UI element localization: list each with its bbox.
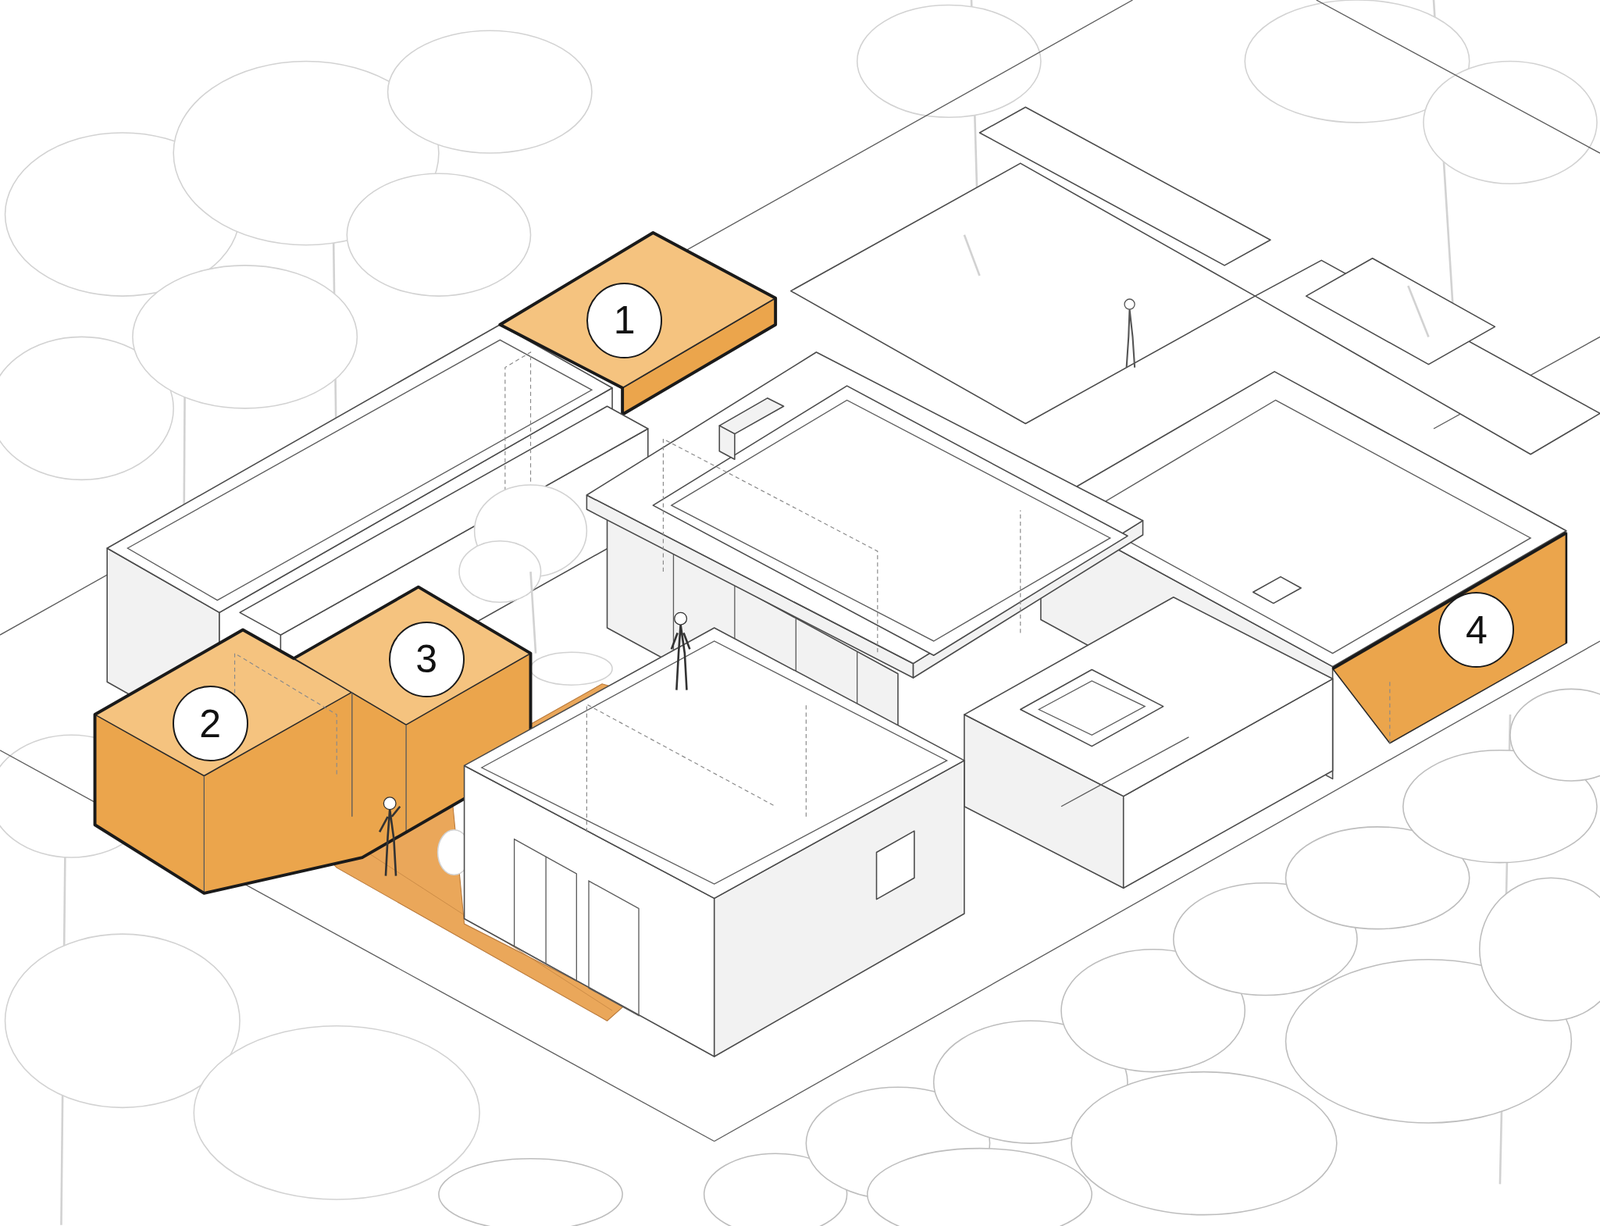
central-block [1019, 510, 1021, 634]
front-block [514, 839, 578, 982]
foreground-trees [1071, 1072, 1337, 1216]
central-block [586, 352, 1143, 664]
front-block [545, 856, 546, 964]
central-block [719, 398, 784, 435]
background-trees [1423, 60, 1597, 184]
callout-circle: 3 [388, 621, 465, 698]
callout-number: 1 [613, 300, 636, 340]
people [674, 612, 688, 625]
annex [964, 597, 1333, 797]
background-trees [193, 1026, 480, 1200]
roof-volume-1 [499, 232, 776, 389]
site-lines [1306, 258, 1496, 365]
annex [1061, 737, 1189, 807]
people [671, 624, 691, 691]
annex [964, 577, 1333, 889]
annex [1038, 680, 1145, 735]
site-lines [964, 235, 980, 276]
foreground-trees [1479, 877, 1600, 1021]
volume-2-3 [293, 587, 531, 725]
site-lines [979, 106, 1270, 266]
people [383, 797, 396, 810]
background-trees [346, 173, 531, 296]
callout-number: 3 [415, 639, 438, 679]
callout-circle: 1 [586, 282, 663, 359]
front-block [586, 704, 776, 832]
people [1126, 309, 1135, 368]
front-block [464, 627, 965, 1057]
volume-2-3 [203, 776, 205, 894]
callout-number: 2 [199, 704, 221, 744]
callout-number: 4 [1465, 610, 1488, 650]
right-wing [1565, 532, 1568, 643]
annex [1253, 577, 1301, 604]
people [1124, 299, 1135, 310]
courtyard-deck [459, 541, 542, 603]
right-wing [1389, 678, 1390, 743]
front-block [876, 830, 915, 900]
volume-2-3 [351, 691, 353, 817]
callout-circle: 4 [1438, 591, 1515, 668]
background-trees [132, 265, 357, 409]
central-block [719, 425, 735, 460]
front-block [588, 880, 639, 1016]
courtyard-deck [530, 652, 613, 685]
people [379, 806, 400, 877]
site-lines [0, 0, 1600, 1141]
background-trees [857, 5, 1041, 118]
central-block [652, 385, 1128, 656]
front-block [805, 704, 807, 817]
right-wing [1332, 532, 1567, 669]
callout-circle: 2 [172, 685, 249, 762]
foreground-trees [438, 688, 1600, 1226]
annex [1020, 669, 1164, 747]
central-block [671, 399, 1111, 642]
foreground-trees [438, 1158, 623, 1226]
people [379, 299, 1135, 877]
foreground-trees [1510, 688, 1600, 781]
courtyard-deck [530, 571, 537, 654]
background-trees [388, 30, 592, 154]
volume-2-3 [235, 653, 338, 777]
site-lines [1316, 0, 1600, 154]
roof-volume-1 [499, 232, 776, 415]
central-block [662, 438, 877, 654]
inner-wing [505, 352, 531, 506]
foreground-trees [867, 1148, 1092, 1226]
volume-2-3 [405, 724, 407, 832]
site-lines [1407, 285, 1429, 337]
roof-volume-1 [499, 232, 776, 415]
front-block [481, 641, 948, 884]
